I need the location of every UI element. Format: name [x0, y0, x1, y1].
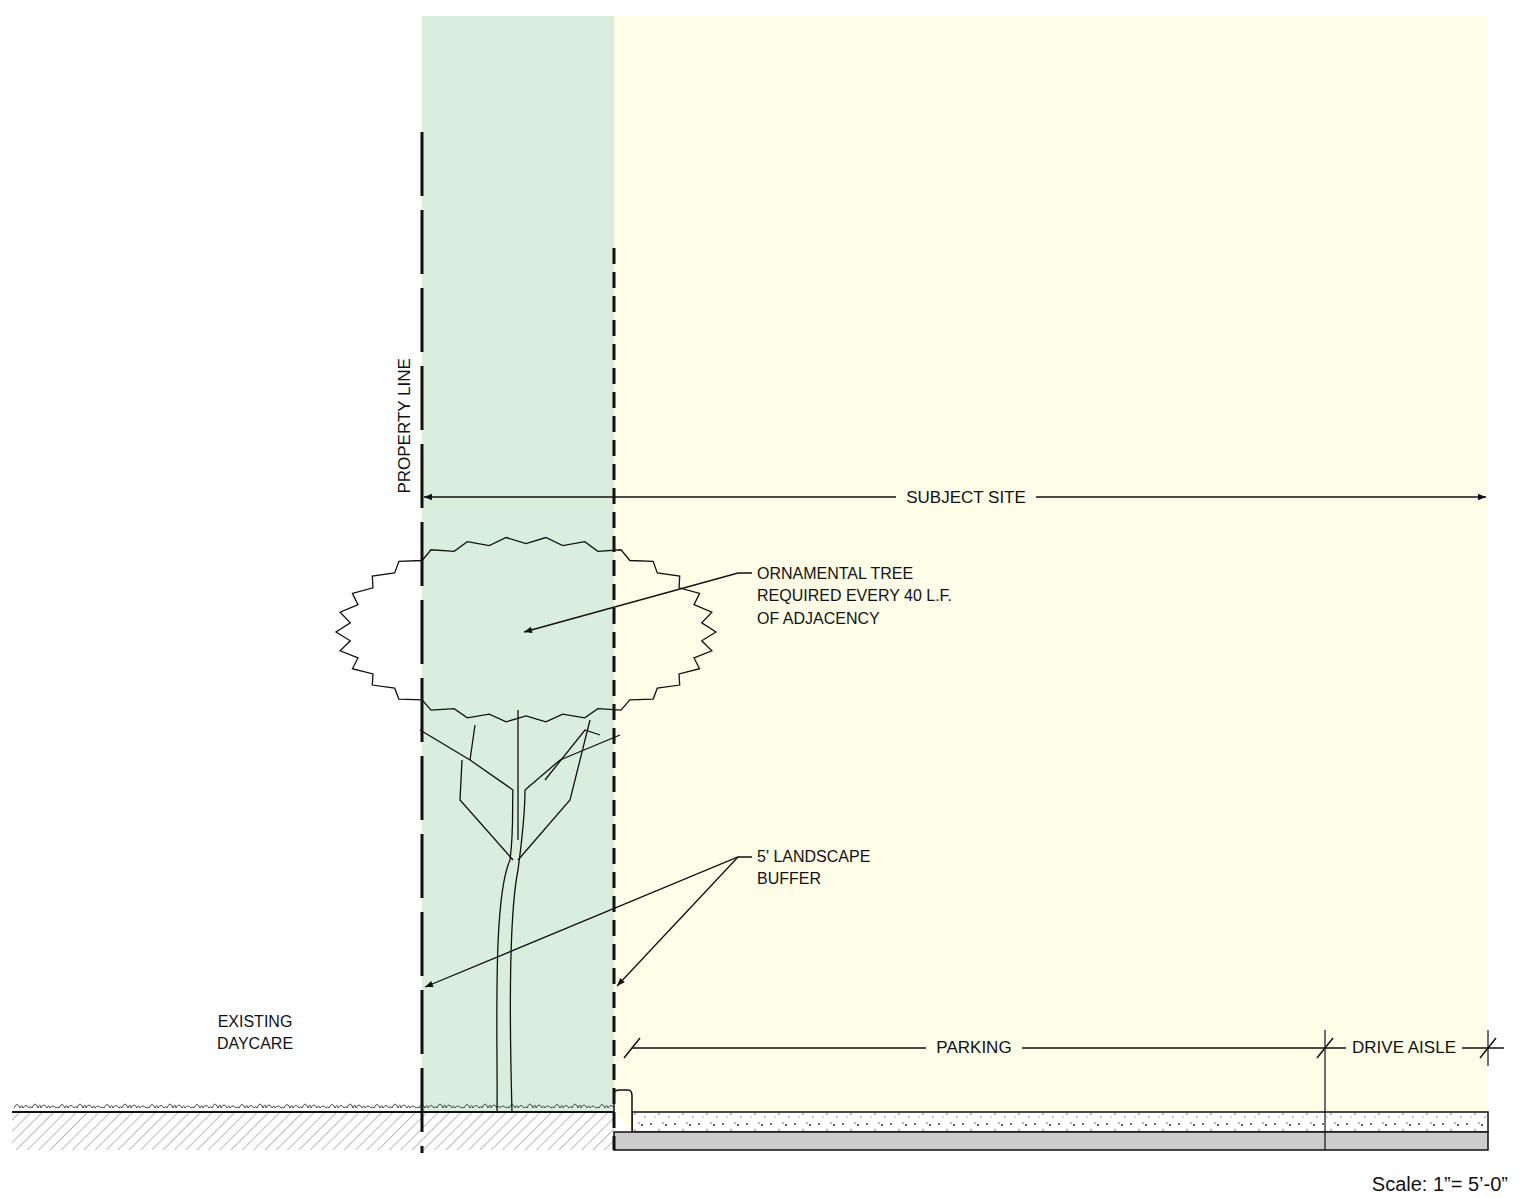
tree-note: ORNAMENTAL TREE REQUIRED EVERY 40 L.F. O… [757, 563, 969, 630]
grass [14, 1104, 617, 1108]
buffer-line [613, 248, 616, 1150]
site-label: SUBJECT SITE [896, 486, 1036, 510]
property-line-label: PROPERTY LINE [393, 358, 417, 493]
ornamental-tree [336, 538, 716, 1112]
earth-hatch [12, 1112, 614, 1150]
leader-lines [425, 573, 752, 987]
property-line [421, 132, 424, 1153]
dimension-label: DRIVE AISLE [1346, 1036, 1462, 1060]
curb [614, 1090, 632, 1132]
site-band [614, 16, 1488, 1112]
base-course [614, 1132, 1488, 1150]
buffer-band [422, 16, 614, 1112]
neighbor-label: EXISTING DAYCARE [200, 1011, 310, 1056]
buffer-note: 5' LANDSCAPE BUFFER [757, 846, 897, 891]
pavement [632, 1112, 1488, 1132]
scale-note: Scale: 1”= 5’-0” [1372, 1170, 1508, 1198]
dimension-label: PARKING [926, 1036, 1021, 1060]
